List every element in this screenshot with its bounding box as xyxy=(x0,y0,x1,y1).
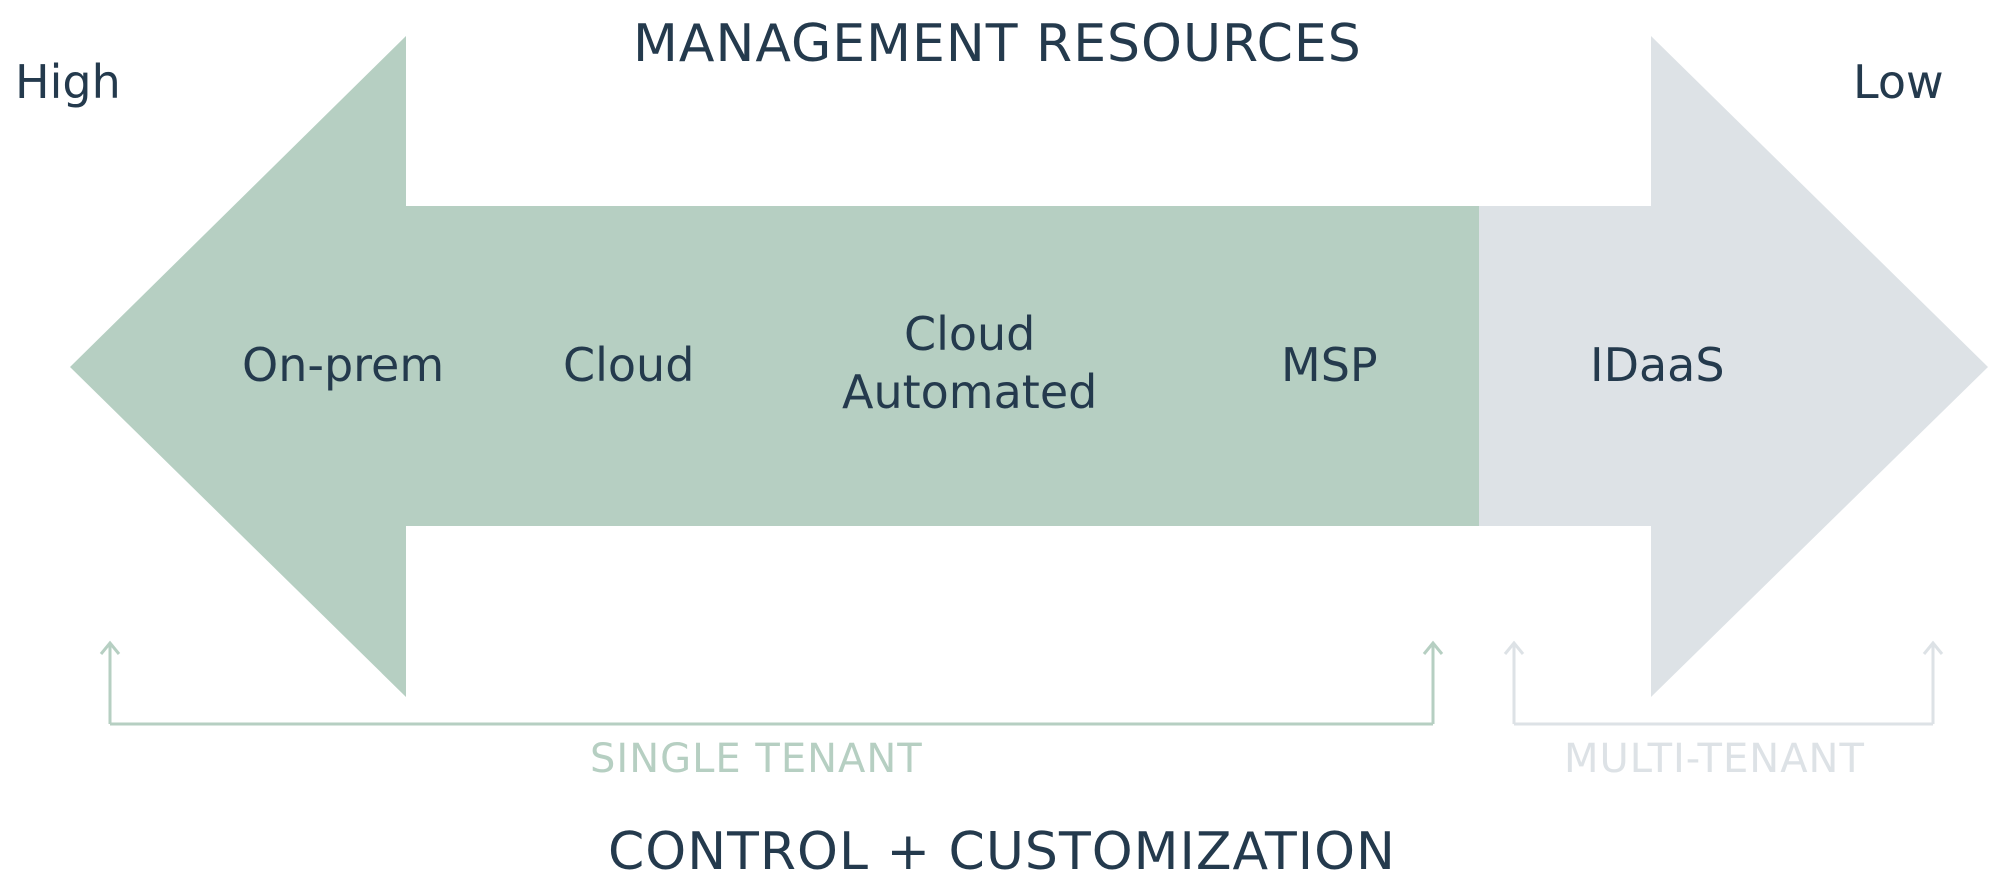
stage-msp: MSP xyxy=(1281,338,1378,392)
single-tenant-label: SINGLE TENANT xyxy=(590,736,923,782)
stage-on-prem: On-prem xyxy=(242,338,445,392)
right-corner-label: Low xyxy=(1853,55,1944,109)
stage-idaas: IDaaS xyxy=(1590,338,1725,392)
multi-tenant-label: MULTI-TENANT xyxy=(1564,736,1865,782)
multi-tenant-bracket xyxy=(1503,640,1944,726)
stage-cloud-automated: Cloud Automated xyxy=(842,307,1098,419)
multi-tenant-arrow xyxy=(1479,36,1988,697)
stage-cloud: Cloud xyxy=(563,338,695,392)
left-corner-label: High xyxy=(15,55,121,109)
top-title: MANAGEMENT RESOURCES xyxy=(633,14,1362,74)
bottom-title: CONTROL + CUSTOMIZATION xyxy=(608,822,1396,882)
single-tenant-bracket xyxy=(99,640,1444,726)
single-tenant-arrow xyxy=(70,36,1479,697)
